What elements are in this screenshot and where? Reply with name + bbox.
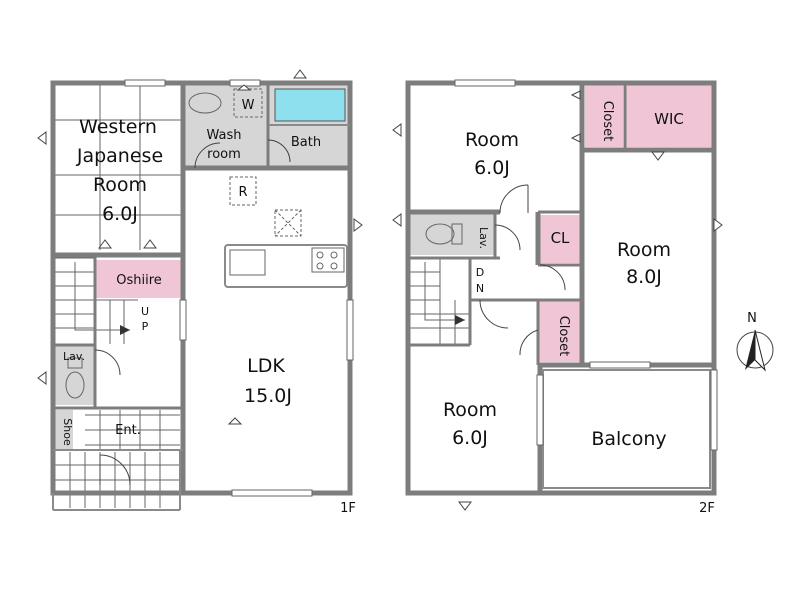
bathtub (274, 88, 346, 122)
kitchen-counter (224, 244, 348, 288)
label-closet-top: Closet (600, 101, 615, 142)
wash-basin (188, 92, 222, 114)
label-ldk-size: 15.0J (244, 385, 292, 407)
label-room-right-size: 8.0J (626, 266, 662, 288)
label-shoe: Shoe (61, 418, 74, 446)
label-wic: WIC (654, 110, 684, 128)
window-1f-a (124, 79, 166, 87)
window-2f-a (454, 79, 516, 87)
walls-1f (50, 80, 353, 511)
ceiling-hatch (274, 209, 302, 237)
label-dn-n: N (476, 282, 484, 295)
window-1f-c (231, 489, 313, 497)
toilet-2f (425, 223, 455, 245)
door-wash (194, 142, 221, 169)
fridge-space (229, 176, 257, 206)
door-entrance (99, 454, 131, 486)
label-lav-2f: Lav. (477, 227, 490, 249)
label-washer: W (242, 98, 255, 113)
label-entrance: Ent. (115, 423, 141, 438)
label-western-2: Japanese (76, 145, 163, 167)
label-2f: 2F (699, 501, 715, 516)
wic-closet (626, 85, 712, 147)
label-dn-d: D (476, 266, 484, 279)
label-oshiire: Oshiire (116, 273, 162, 288)
floor-2f: Room 6.0J Closet WIC Lav. CL Room 8.0J D… (392, 79, 723, 516)
window-1f-e (179, 299, 187, 341)
tatami-grid (55, 85, 182, 250)
label-up-p: P (142, 320, 149, 333)
shoe-area (55, 410, 73, 450)
compass-icon: N (736, 311, 774, 372)
closet-top (585, 85, 623, 147)
label-wash-2: room (207, 147, 241, 162)
window-2f-c (536, 374, 544, 446)
washer-space (233, 88, 263, 118)
oshiire-closet (96, 260, 181, 298)
label-bath: Bath (291, 135, 321, 150)
window-2f-b (589, 361, 651, 369)
label-1f: 1F (340, 501, 356, 516)
label-room-right: Room (617, 239, 671, 261)
label-western-4: 6.0J (102, 203, 138, 225)
label-wash-1: Wash (206, 128, 241, 143)
cl-closet (538, 215, 582, 263)
door-room-top (499, 184, 529, 214)
label-balcony: Balcony (591, 428, 666, 450)
label-room-bottom-size: 6.0J (452, 427, 488, 449)
stairs-1f (54, 257, 138, 345)
label-cl: CL (551, 229, 570, 247)
compass-north-label: N (747, 311, 757, 326)
label-lav-1f: Lav. (63, 350, 85, 363)
label-room-bottom: Room (443, 399, 497, 421)
label-western-3: Room (93, 174, 147, 196)
toilet-1f (65, 371, 85, 399)
label-fridge: R (238, 185, 247, 200)
label-closet-mid: Closet (556, 316, 571, 357)
label-up-u: U (141, 305, 149, 318)
label-ldk: LDK (247, 355, 285, 377)
window-1f-d (346, 299, 354, 361)
window-2f-d (710, 369, 718, 451)
label-room-top-size: 6.0J (474, 157, 510, 179)
lavatory-area-1f (55, 345, 95, 405)
window-1f-b (229, 79, 261, 87)
label-room-top: Room (465, 129, 519, 151)
label-western-1: Western (79, 116, 157, 138)
stairs-2f (409, 257, 471, 345)
floor-1f: Western Japanese Room 6.0J Wash room Bat… (37, 69, 363, 516)
closet-mid (538, 300, 582, 362)
